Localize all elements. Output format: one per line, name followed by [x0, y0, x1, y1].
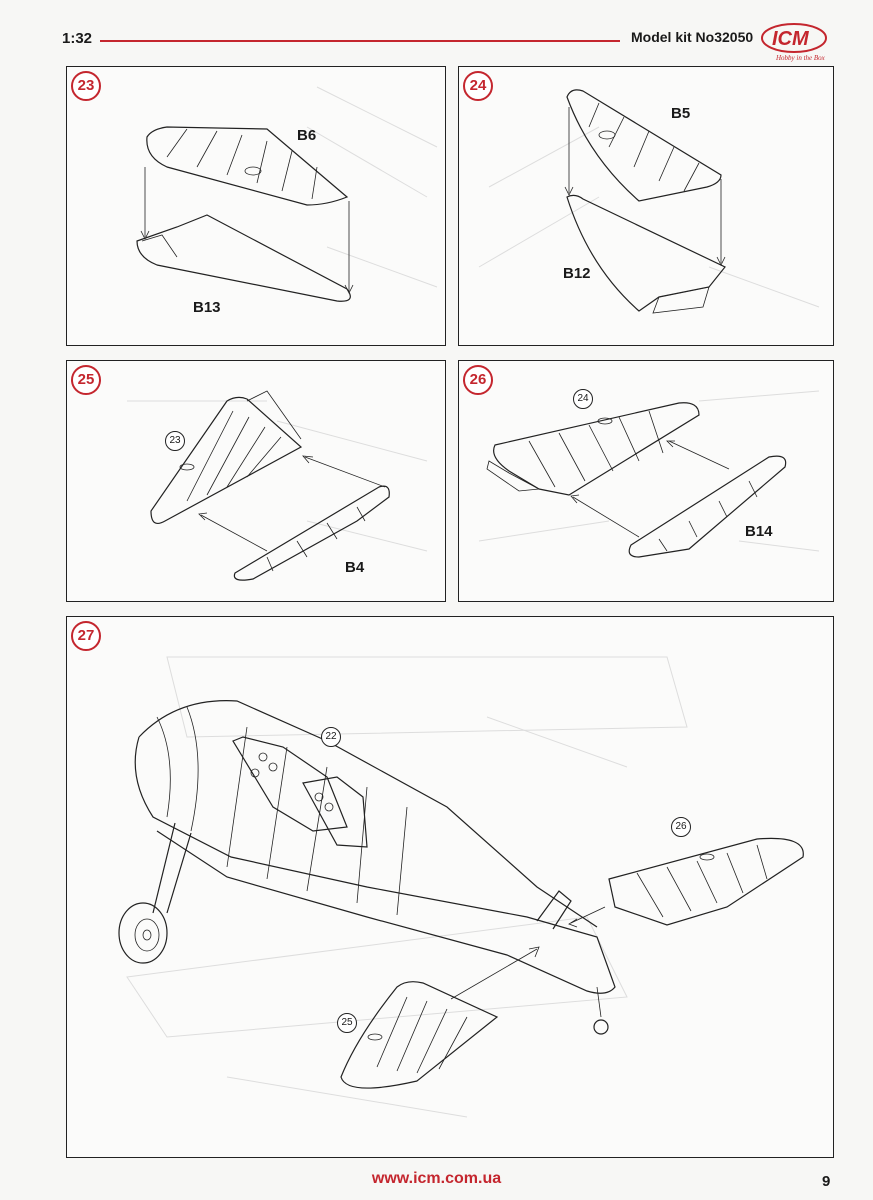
step-number: 25: [71, 365, 101, 395]
step-23-panel: 23 B6 B13: [66, 66, 446, 346]
scale-label: 1:32: [62, 30, 93, 47]
step-number: 24: [463, 71, 493, 101]
svg-text:Hobby in the Box: Hobby in the Box: [775, 54, 826, 62]
kit-number: Model kit No32050: [631, 29, 754, 45]
fuselage-assembly-diagram: [118, 656, 804, 1118]
step-26-panel: 26 24 B14: [458, 360, 834, 602]
icm-logo: ICM Hobby in the Box: [756, 22, 834, 64]
step-24-panel: 24 B5 B12: [458, 66, 834, 346]
part-label: B5: [671, 105, 691, 122]
step-25-panel: 25 23 B4: [66, 360, 446, 602]
part-ref: 26: [671, 817, 691, 837]
part-ref: 22: [321, 727, 341, 747]
part-label: B4: [345, 559, 365, 576]
step-number: 27: [71, 621, 101, 651]
step-27-panel: 27 22 26 25: [66, 616, 834, 1158]
footer-url[interactable]: www.icm.com.ua: [371, 1170, 502, 1187]
header-rule: [100, 40, 620, 42]
part-ref: 23: [165, 431, 185, 451]
stabilizer-diagram: [136, 86, 438, 302]
elevator-diagram: [478, 390, 820, 558]
elevator-diagram: [127, 390, 428, 581]
step-number: 26: [463, 365, 493, 395]
part-label: B14: [745, 523, 773, 540]
page-number: 9: [822, 1173, 831, 1190]
part-ref: 24: [573, 389, 593, 409]
svg-text:ICM: ICM: [772, 28, 810, 50]
part-label: B13: [193, 299, 221, 316]
part-label: B6: [297, 127, 317, 144]
stabilizer-diagram: [478, 89, 820, 314]
step-number: 23: [71, 71, 101, 101]
part-label: B12: [563, 265, 591, 282]
part-ref: 25: [337, 1013, 357, 1033]
